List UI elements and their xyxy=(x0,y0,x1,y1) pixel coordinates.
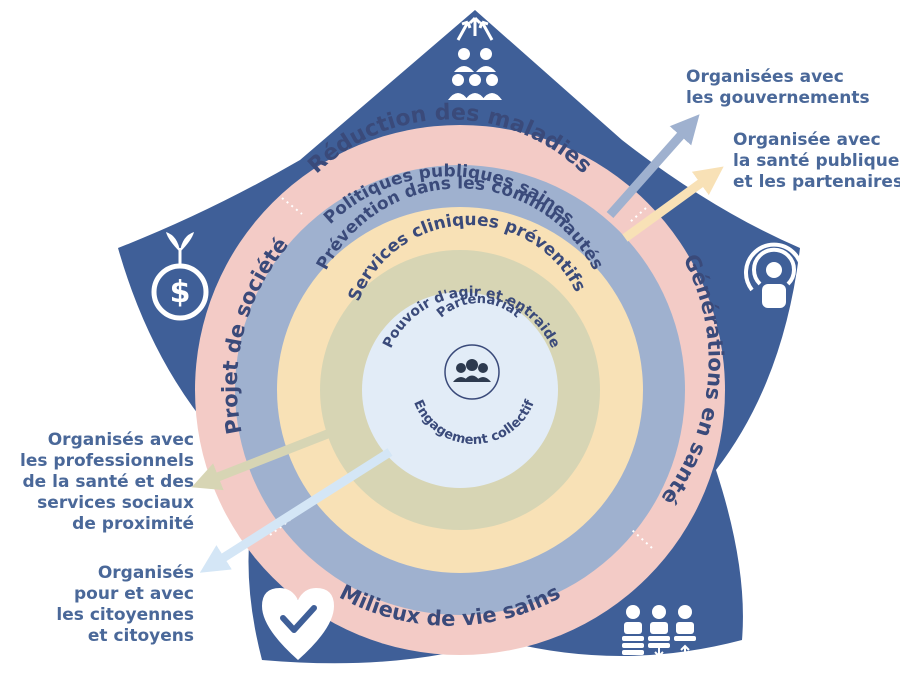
generations-icon xyxy=(622,605,696,658)
arrow-citizens xyxy=(199,448,393,573)
group-cycle-icon xyxy=(444,344,500,400)
label-line: de proximité xyxy=(72,514,194,534)
arrow-public-health xyxy=(622,166,724,242)
arrow-professionals xyxy=(191,428,332,491)
label-line: Organisés xyxy=(97,563,194,583)
label-line: pour et avec xyxy=(74,584,194,604)
label-line: de la santé et des xyxy=(22,472,195,492)
label-line: les citoyennes xyxy=(56,605,194,625)
label-line: la santé publique xyxy=(733,151,900,171)
label-line: Organisée avec xyxy=(733,130,881,150)
label-governments: Organisées avec les gouvernements xyxy=(686,67,870,109)
community-growth-icon xyxy=(448,16,502,100)
label-line: et les partenaires xyxy=(733,172,900,192)
money-plant-icon: $ xyxy=(151,232,209,321)
label-line: Organisées avec xyxy=(686,67,844,87)
person-broadcast-icon xyxy=(744,242,804,308)
heart-check-icon xyxy=(262,588,334,660)
label-professionals: Organisés avec les professionnels de la … xyxy=(20,430,194,535)
label-line: les gouvernements xyxy=(686,88,870,108)
arrow-governments xyxy=(606,114,700,218)
label-public-health: Organisée avec la santé publique et les … xyxy=(733,130,900,193)
svg-text:$: $ xyxy=(170,275,191,310)
label-line: les professionnels xyxy=(20,451,194,471)
label-line: services sociaux xyxy=(37,493,194,513)
label-line: et citoyens xyxy=(87,626,194,646)
label-citizens: Organisés pour et avec les citoyennes et… xyxy=(56,563,194,647)
ring-dividers xyxy=(269,197,653,549)
label-line: Organisés avec xyxy=(47,430,194,450)
ring-empowerment xyxy=(362,292,558,488)
